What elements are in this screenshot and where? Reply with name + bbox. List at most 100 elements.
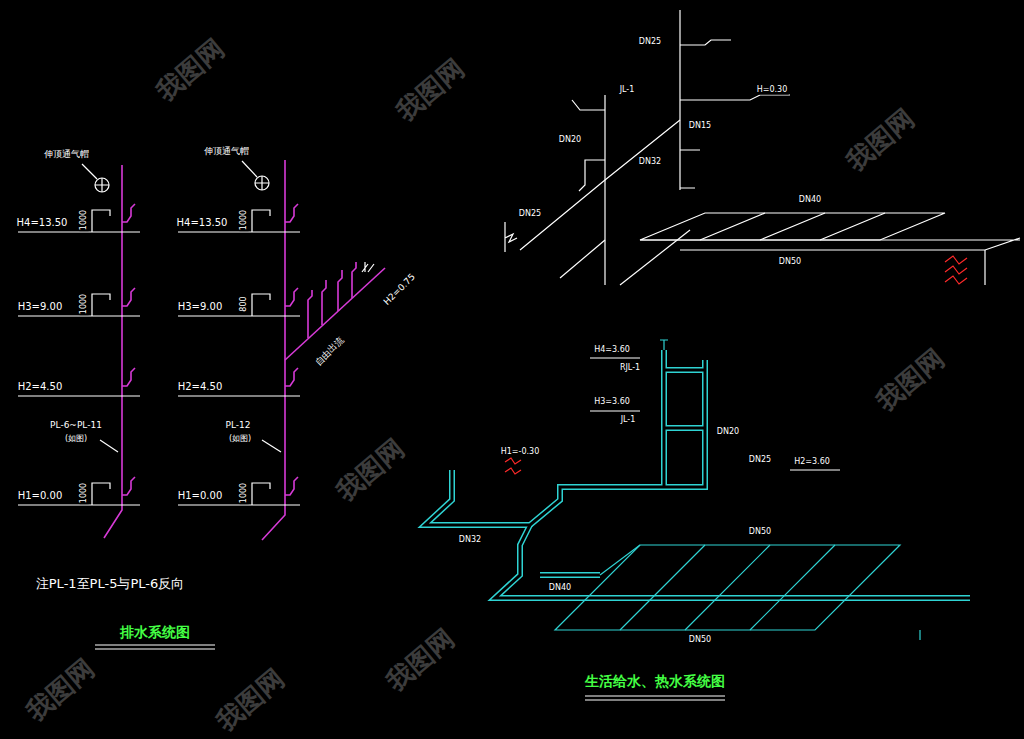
fixture-riser xyxy=(322,280,326,325)
pipe-size: DN15 xyxy=(688,122,712,131)
level-label: H1=0.00 xyxy=(17,490,64,501)
callout-label: 伸顶通气帽 xyxy=(43,150,90,160)
pipe-inner-line xyxy=(540,574,600,577)
level-marks xyxy=(585,358,840,700)
pipe-tag: JL-1 xyxy=(620,416,637,425)
riser-pipe xyxy=(604,95,605,285)
pipe-tag: PL-6~PL-11 xyxy=(49,421,103,431)
pipe-inner-line xyxy=(664,350,705,487)
level-label: H2=4.50 xyxy=(177,381,224,392)
level-label: H4=3.60 xyxy=(593,346,631,355)
outlet-pipe xyxy=(984,250,985,285)
vent-cap-symbol xyxy=(255,176,269,190)
leader-line xyxy=(82,164,97,179)
pipe-size: DN25 xyxy=(518,210,542,219)
red-fittings xyxy=(505,256,967,474)
fixture-bracket xyxy=(252,210,270,505)
branch-pipe xyxy=(579,160,605,191)
level-label: H2=3.60 xyxy=(793,458,831,467)
fixture-riser xyxy=(352,262,356,298)
branch-pipe xyxy=(680,150,700,188)
cyan-grid xyxy=(555,340,920,640)
pipe-size: DN25 xyxy=(748,456,772,465)
pipe-size: DN32 xyxy=(638,158,662,167)
branch-pipe xyxy=(560,240,605,278)
drain-stack xyxy=(104,165,122,538)
height-dimension: 1000 xyxy=(240,482,249,504)
pipe-note: (如图) xyxy=(228,435,252,444)
drainage-floor-lines xyxy=(18,161,374,649)
height-dimension: 1000 xyxy=(80,209,89,231)
leader-line xyxy=(242,161,257,177)
trap-symbol xyxy=(285,368,298,386)
trap-symbol xyxy=(122,368,135,386)
branch-pipe xyxy=(520,120,680,250)
outlet-pipe xyxy=(919,630,920,640)
pipe-size: DN50 xyxy=(688,636,712,645)
pipe-tag: RJL-1 xyxy=(619,364,641,373)
trap-symbol xyxy=(285,204,298,222)
level-label: H3=3.60 xyxy=(593,398,631,407)
supply-pipe xyxy=(495,525,970,598)
height-dimension: 1000 xyxy=(80,293,89,315)
branch-pipe xyxy=(620,230,690,285)
floor-line xyxy=(18,232,140,505)
pipe-size: DN40 xyxy=(548,584,572,593)
pipe-tag: JL-1 xyxy=(619,86,636,95)
trap-symbol xyxy=(285,288,298,306)
callout-label: 伸顶通气帽 xyxy=(203,147,250,157)
level-label: H1=-0.30 xyxy=(500,448,541,457)
level-label: H3=9.00 xyxy=(17,301,64,312)
vent-cap-cross xyxy=(95,178,109,192)
branch-pipe xyxy=(680,40,731,45)
leader-line xyxy=(262,440,281,452)
fixture-bracket xyxy=(92,210,110,505)
branch-pipe xyxy=(572,100,605,110)
trap-symbol xyxy=(122,477,135,495)
pipe-note: (如图) xyxy=(64,435,88,444)
riser-cap xyxy=(660,340,668,350)
pipe-inner-line xyxy=(495,525,970,598)
level-label: H=0.30 xyxy=(756,86,789,95)
level-label: H2=4.50 xyxy=(17,381,64,392)
height-dimension: 1000 xyxy=(240,209,249,231)
pipe-grid xyxy=(555,545,900,630)
diagram-title: 排水系统图 xyxy=(119,625,191,640)
pipe-size: DN50 xyxy=(748,528,772,537)
riser-pipe xyxy=(664,350,705,487)
pipe-inner-line xyxy=(664,370,705,428)
pipe-grid xyxy=(700,213,885,240)
trap-symbol xyxy=(122,288,135,306)
level-label: H4=13.50 xyxy=(16,217,69,228)
leader-line xyxy=(100,440,118,452)
pipe-grid xyxy=(640,213,945,240)
pipe-size: DN32 xyxy=(458,536,482,545)
supply-axonometric-bottom xyxy=(425,340,970,700)
fitting-symbol xyxy=(505,458,521,474)
supply-axonometric-top xyxy=(505,10,1020,285)
level-label: H3=9.00 xyxy=(177,301,224,312)
main-pipe xyxy=(640,238,1020,250)
pipe-size: DN20 xyxy=(716,428,740,437)
note-text: 注PL-1至PL-5与PL-6反向 xyxy=(35,577,185,591)
fixture-riser xyxy=(338,270,342,311)
level-label: H1=0.00 xyxy=(177,490,224,501)
vent-cap-cross xyxy=(255,176,269,190)
fixture-riser xyxy=(308,290,312,338)
riser-link xyxy=(664,370,705,428)
pipe-size: DN50 xyxy=(778,258,802,267)
height-dimension: 800 xyxy=(240,295,249,312)
diagram-title: 生活给水、热水系统图 xyxy=(584,674,726,689)
vent-cap-symbol xyxy=(95,178,109,192)
pipe-size: DN40 xyxy=(798,196,822,205)
pipe-grid xyxy=(600,545,640,575)
level-line xyxy=(590,358,840,470)
pipe-grid xyxy=(620,545,835,630)
trap-symbol xyxy=(122,204,135,222)
valve-symbol xyxy=(505,222,517,252)
pipe-tag: PL-12 xyxy=(225,421,252,431)
pipe-size: DN20 xyxy=(558,136,582,145)
title-underline xyxy=(95,645,215,649)
